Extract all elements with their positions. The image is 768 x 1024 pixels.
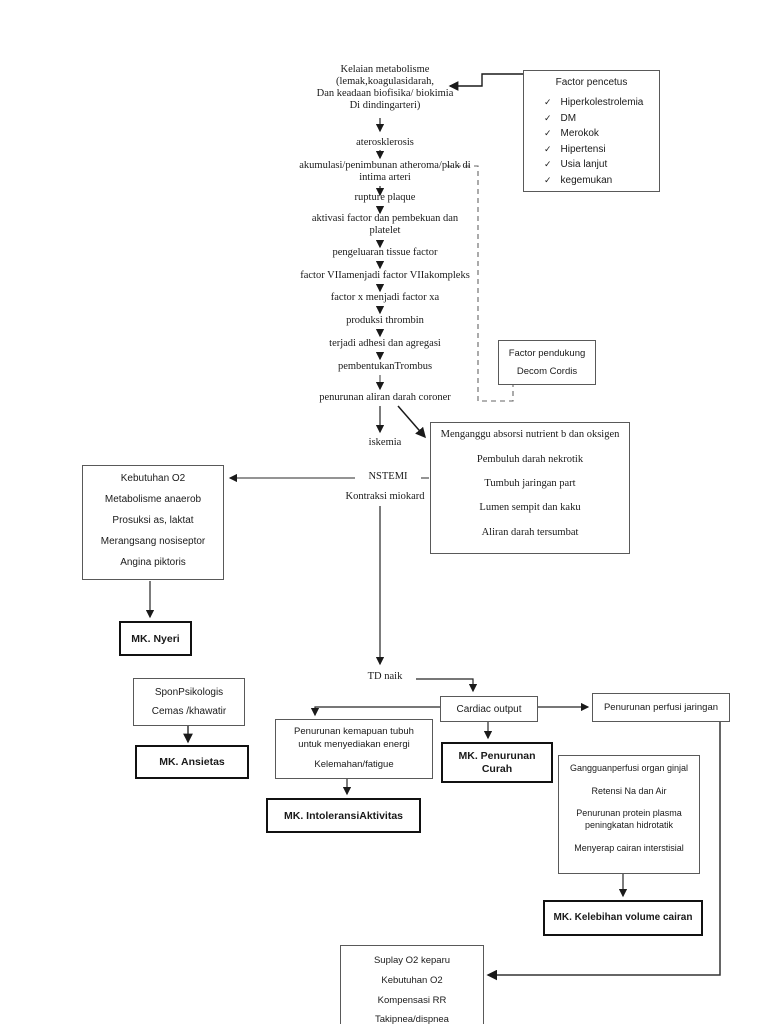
vascular-line: Tumbuh jaringan part (484, 478, 576, 489)
mk-volume-box: MK. Kelebihan volume cairan (543, 900, 703, 936)
bottom-line: Suplay O2 keparu (373, 955, 451, 966)
node-nstemi: NSTEMI (355, 471, 421, 483)
factor-pencetus-item: ✓ kegemukan (544, 173, 612, 189)
vascular-box: Menganggu absorsi nutrient b dan oksigen… (430, 422, 630, 554)
node-akumulasi: akumulasi/penimbunan atheroma/plak di in… (299, 160, 471, 183)
factor-pencetus-item: ✓ DM (544, 111, 576, 127)
o2-line: Merangsang nosiseptor (100, 536, 206, 547)
node-line: Dan keadaan biofisika/ biokimia (316, 88, 454, 99)
node-factor-x: factor x menjadi factor xa (330, 292, 440, 303)
o2-line: Metabolisme anaerob (104, 494, 202, 505)
factor-pencetus-item: ✓ Hiperkolestrolemia (544, 95, 643, 111)
factor-pencetus-item-label: DM (560, 112, 577, 124)
mk-curah-box: MK. Penurunan Curah (441, 742, 553, 783)
vascular-line: Lumen sempit dan kaku (479, 502, 581, 513)
bottom-line: Kompensasi RR (377, 995, 447, 1006)
node-rupture-plaque: rupture plaque (354, 192, 416, 203)
node-adhesi-agregasi: terjadi adhesi dan agregasi (329, 338, 441, 349)
factor-pencetus-item-label: Hiperkolestrolemia (560, 97, 644, 109)
check-icon: ✓ (544, 97, 552, 108)
node-produksi-thrombin: produksi thrombin (346, 315, 424, 326)
bottom-line: Kebutuhan O2 (381, 975, 443, 986)
factor-pendukung-title: Factor pendukung (508, 348, 586, 359)
ginjal-box: Gangguanperfusi organ ginjal Retensi Na … (558, 755, 700, 874)
factor-pencetus-title: Factor pencetus (555, 77, 628, 88)
perfusi-jaringan-box: Penurunan perfusi jaringan (592, 693, 730, 722)
node-factor-vii: factor VIIamenjadi factor VIIakompleks (300, 270, 470, 281)
ginjal-line: Menyerap cairan interstisial (574, 843, 684, 853)
vascular-line: Menganggu absorsi nutrient b dan oksigen (440, 429, 620, 440)
node-iskemia: iskemia (368, 437, 402, 448)
node-line: Di dindingarteri) (349, 100, 421, 111)
node-td-naik: TD naik (354, 671, 416, 683)
psikologis-box: SponPsikologis Cemas /khawatir (133, 678, 245, 726)
mk-ansietas-box: MK. Ansietas (135, 745, 249, 779)
mk-intoleransi-box: MK. IntoleransiAktivitas (266, 798, 421, 833)
mk-nyeri-box: MK. Nyeri (119, 621, 192, 656)
factor-pencetus-item: ✓ Hipertensi (544, 142, 606, 158)
factor-pencetus-item-label: Merokok (560, 128, 599, 140)
node-penurunan-aliran-darah: penurunan aliran darah coroner (319, 392, 451, 403)
check-icon: ✓ (544, 159, 552, 170)
o2-line: Kebutuhan O2 (120, 473, 186, 484)
ginjal-line: Penurunan protein plasma peningkatan hid… (576, 808, 682, 830)
bottom-respiratory-box: Suplay O2 keparu Kebutuhan O2 Kompensasi… (340, 945, 484, 1024)
node-aktivasi-factor: aktivasi factor dan pembekuan dan platel… (311, 213, 459, 236)
factor-pencetus-box: Factor pencetus ✓ Hiperkolestrolemia ✓ D… (523, 70, 660, 192)
check-icon: ✓ (544, 128, 552, 139)
vascular-line: Aliran darah tersumbat (481, 527, 579, 538)
energy-line: Kelemahan/fatigue (314, 759, 394, 770)
o2-demand-box: Kebutuhan O2 Metabolisme anaerob Prosuks… (82, 465, 224, 580)
mk-curah-line: MK. Penurunan (458, 750, 536, 762)
factor-pencetus-item-label: kegemukan (560, 174, 613, 186)
o2-line: Angina piktoris (120, 557, 186, 568)
node-pengeluaran-tissue-factor: pengeluaran tissue factor (332, 247, 438, 258)
psikologis-line: Cemas /khawatir (151, 706, 227, 717)
bottom-line: Takipnea/dispnea (375, 1014, 449, 1024)
cardiac-output-box: Cardiac output (440, 696, 538, 722)
check-icon: ✓ (544, 143, 552, 154)
check-icon: ✓ (544, 112, 552, 123)
o2-line: Prosuksi as, laktat (112, 515, 194, 526)
node-kelainan-metabolisme: Kelaian metabolisme (lemak,koagulasidara… (265, 64, 505, 112)
node-kontraksi-miokard: Kontraksi miokard (345, 491, 425, 502)
factor-pencetus-item-label: Hipertensi (560, 143, 606, 155)
ginjal-line: Retensi Na dan Air (591, 786, 667, 796)
node-aterosklerosis: aterosklerosis (356, 137, 414, 148)
check-icon: ✓ (544, 174, 552, 185)
factor-pendukung-subtitle: Decom Cordis (516, 366, 578, 377)
factor-pendukung-box: Factor pendukung Decom Cordis (498, 340, 596, 385)
node-line: Kelaian metabolisme (340, 64, 430, 75)
energy-box: Penurunan kemapuan tubuh untuk menyediak… (275, 719, 433, 779)
psikologis-line: SponPsikologis (154, 687, 224, 698)
energy-line: untuk menyediakan energi (298, 739, 410, 750)
ginjal-line: Gangguanperfusi organ ginjal (569, 763, 689, 773)
energy-line: Penurunan kemapuan tubuh (294, 726, 414, 737)
vascular-line: Pembuluh darah nekrotik (476, 454, 584, 465)
mk-curah-line: Curah (481, 763, 513, 775)
factor-pencetus-item: ✓ Usia lanjut (544, 157, 607, 173)
factor-pencetus-item-label: Usia lanjut (560, 159, 608, 171)
node-pembentukan-trombus: pembentukanTrombus (337, 361, 433, 372)
node-line: (lemak,koagulasidarah, (336, 76, 434, 87)
factor-pencetus-item: ✓ Merokok (544, 126, 599, 142)
